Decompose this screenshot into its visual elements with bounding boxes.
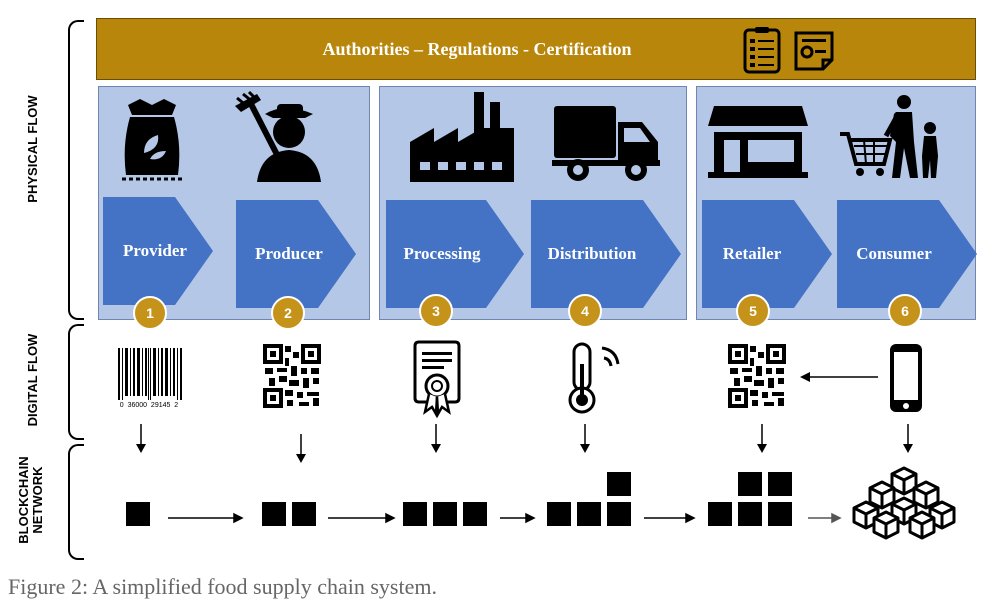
- step-badge-1: 1: [133, 296, 167, 330]
- step-badge-5: 5: [736, 294, 770, 328]
- step-badge-6: 6: [888, 294, 922, 328]
- block-5-2: [738, 502, 762, 526]
- barcode-icon: 0 36000 29145 2: [112, 348, 186, 414]
- stage-label-provider: Provider: [123, 241, 187, 260]
- phone-to-qr-arrow: [800, 372, 878, 382]
- block-4-1: [547, 502, 571, 526]
- blockchain-brace: [68, 444, 84, 560]
- block-4-2: [577, 502, 601, 526]
- block-3-2: [433, 502, 457, 526]
- stage-label-consumer: Consumer: [856, 244, 932, 263]
- blockchain-row: [126, 472, 842, 526]
- blockchain-label-line1: BLOCKCHAIN: [16, 456, 31, 544]
- authorities-bar: Authorities – Regulations - Certificatio…: [96, 18, 976, 80]
- physical-flow-brace: [68, 20, 84, 320]
- stage-label-distribution: Distribution: [547, 244, 637, 263]
- block-1-1: [126, 502, 150, 526]
- document-list-icon: [743, 27, 781, 74]
- stage-distribution: Distribution: [531, 200, 681, 308]
- store-icon: [708, 106, 808, 178]
- blockchain-network-label: BLOCKCHAIN NETWORK: [16, 450, 47, 550]
- stage-processing: Processing: [386, 200, 524, 308]
- smartphone-icon: [890, 344, 922, 412]
- stage-retailer: Retailer: [702, 200, 832, 308]
- farmer-icon: [235, 90, 321, 182]
- thermometer-sensor-icon: [568, 342, 620, 414]
- truck-icon: [552, 106, 660, 181]
- digital-flow-brace: [68, 324, 84, 440]
- stage-provider: Provider: [103, 197, 215, 305]
- stage-label-producer: Producer: [255, 244, 323, 263]
- stage-producer: Producer: [236, 200, 356, 308]
- step-badge-4: 4: [568, 294, 602, 328]
- stage-label-retailer: Retailer: [722, 244, 782, 263]
- physical-flow-label: PHYSICAL FLOW: [25, 95, 40, 203]
- authorities-title: Authorities – Regulations - Certificatio…: [322, 39, 632, 59]
- block-3-3: [463, 502, 487, 526]
- block-2-1: [262, 502, 286, 526]
- barcode-number: 0 36000 29145 2: [119, 402, 179, 409]
- block-2-2: [292, 502, 316, 526]
- block-5-1: [708, 502, 732, 526]
- step-badge-2: 2: [271, 296, 305, 330]
- block-5-4: [738, 472, 762, 496]
- blockchain-network-icon: [852, 466, 956, 540]
- block-4-3: [607, 502, 631, 526]
- down-arrow-4: [580, 424, 590, 453]
- block-5-5: [768, 472, 792, 496]
- qr-code-icon: [728, 344, 786, 408]
- block-5-3: [768, 502, 792, 526]
- down-arrow-3: [431, 424, 441, 453]
- blockchain-label-line2: NETWORK: [30, 466, 45, 534]
- factory-icon: [410, 92, 514, 182]
- down-arrow-2: [296, 434, 306, 463]
- qr-code-icon: [263, 344, 321, 408]
- digital-flow-label: DIGITAL FLOW: [25, 333, 40, 427]
- block-4-4: [607, 472, 631, 496]
- stage-consumer: Consumer: [837, 200, 977, 308]
- down-arrow-6: [903, 424, 913, 453]
- block-3-1: [403, 502, 427, 526]
- step-badge-3: 3: [419, 294, 453, 328]
- down-arrow-5: [757, 424, 767, 453]
- shopping-cart-family-icon: [840, 95, 938, 178]
- figure-caption: Figure 2: A simplified food supply chain…: [8, 574, 437, 599]
- seed-bag-icon: [122, 99, 182, 181]
- certificate-document-icon: [794, 31, 834, 71]
- certificate-icon: [413, 340, 461, 419]
- stage-label-processing: Processing: [403, 244, 481, 263]
- down-arrow-1: [136, 424, 146, 453]
